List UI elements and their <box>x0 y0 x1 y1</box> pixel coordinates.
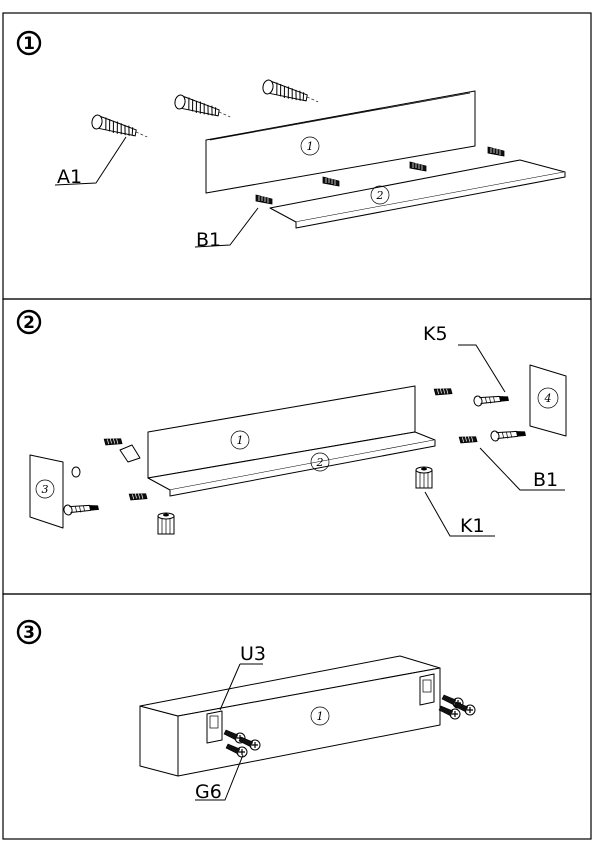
step2: 2 1 2 3 4 K5 B1 <box>16 309 567 537</box>
bolt-k5-2 <box>489 424 527 444</box>
step1: 1 1 2 A1 B1 <box>16 30 566 251</box>
leader-b1-step2 <box>479 447 565 491</box>
label-k1: K1 <box>460 515 485 537</box>
label-b1: B1 <box>196 229 221 251</box>
step2-dowel-1 <box>103 434 123 449</box>
leader-g6 <box>195 754 244 801</box>
step3-end-panel <box>139 705 179 777</box>
dowel-b1-4 <box>487 146 505 157</box>
leader-k5 <box>458 344 506 393</box>
cam-k1-2 <box>415 466 433 489</box>
step3-panel-label: 1 <box>317 710 324 723</box>
step1-shelf-panel-label-circle <box>370 185 390 205</box>
step3: 3 1 U3 G6 <box>16 619 476 803</box>
cam-k1-1 <box>157 512 175 535</box>
side-panel-4-label: 4 <box>544 392 552 405</box>
step2-circle <box>16 309 42 335</box>
step1-number: 1 <box>23 34 35 54</box>
step3-circle <box>16 619 42 645</box>
bolt-k5-1 <box>472 389 510 409</box>
step2-number: 2 <box>23 313 35 333</box>
label-g6: G6 <box>195 781 222 803</box>
side-panel-3-label: 3 <box>42 483 49 496</box>
dowel-b1-3 <box>409 161 427 172</box>
side-panel-4 <box>529 364 567 437</box>
label-u3: U3 <box>240 643 266 665</box>
step1-back-panel <box>205 90 476 194</box>
step1-back-panel-label-circle <box>300 136 320 156</box>
step2-dowel-2 <box>128 489 148 504</box>
side-panel-3 <box>29 454 64 529</box>
step3-frame <box>2 593 592 840</box>
label-a1: A1 <box>57 166 82 188</box>
bracket-u3-2 <box>419 673 435 706</box>
bolt-left <box>62 498 100 518</box>
step1-back-panel-label: 1 <box>307 140 314 153</box>
leader-u3 <box>219 663 263 711</box>
leader-a1 <box>54 136 127 186</box>
label-k5: K5 <box>423 323 448 345</box>
screw-a1-2 <box>173 93 233 120</box>
step3-number: 3 <box>23 623 35 643</box>
dowel-b1-1 <box>255 194 273 205</box>
step1-circle <box>16 30 42 56</box>
step2-dowel-4 <box>458 432 478 447</box>
leader-b1 <box>194 207 259 248</box>
screw-a1-1 <box>90 113 150 140</box>
dowel-b1-2 <box>322 176 340 187</box>
bracket-u3-1 <box>206 710 223 744</box>
step2-back-panel-label: 1 <box>237 434 244 447</box>
step1-shelf-panel-label: 2 <box>376 189 384 202</box>
label-b1-step2: B1 <box>533 469 558 491</box>
screw-a1-3 <box>261 78 321 105</box>
step2-shelf-panel-label: 2 <box>316 456 324 469</box>
leader-k1 <box>424 491 495 537</box>
step2-dowel-3 <box>433 384 453 399</box>
